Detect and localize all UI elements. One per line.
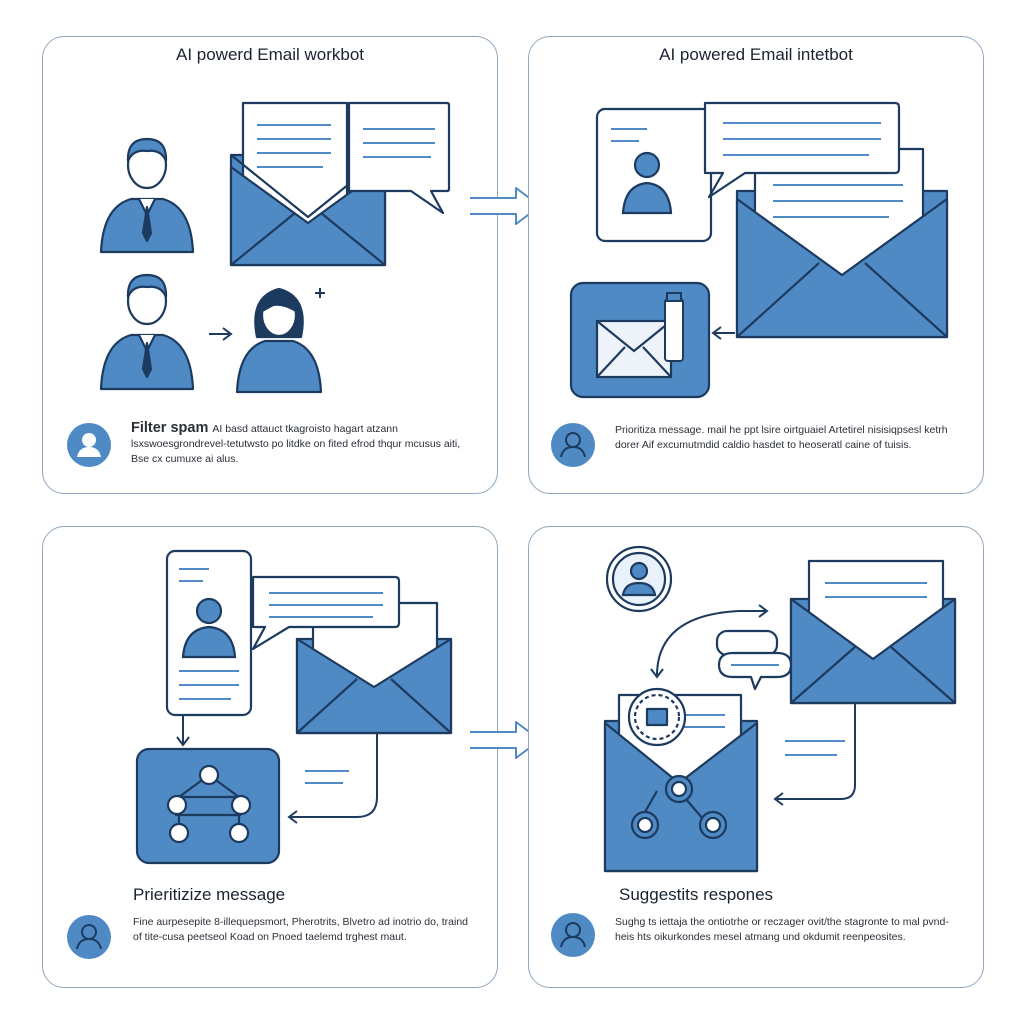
pen-icon — [664, 292, 684, 362]
panel-illustration — [99, 101, 451, 394]
chat-bubble-icon — [251, 575, 401, 651]
email-envelope-icon — [789, 559, 957, 705]
avatar — [67, 423, 111, 467]
panel-suggest-responses: Suggestits respones Sughg ts iettaja the… — [528, 526, 984, 988]
panel-illustration — [135, 549, 453, 865]
panel-illustration — [603, 545, 957, 873]
chat-bubble-icon — [703, 101, 901, 199]
section-heading: Suggestits respones — [619, 885, 774, 904]
email-envelope-icon — [569, 281, 711, 399]
person-icon — [235, 287, 323, 394]
panel-description: Sughg ts iettaja the ontiotrhe or reczag… — [615, 916, 949, 943]
arrow-left-icon — [287, 733, 378, 824]
chat-bubble-icon — [715, 629, 793, 691]
panel-description: Fine aurpesepite 8-illequepsmort, Pherot… — [133, 916, 469, 943]
arrow-left-icon — [711, 326, 735, 340]
arrow-right-icon — [209, 327, 233, 341]
email-envelope-icon — [229, 101, 387, 267]
contact-card-icon — [595, 107, 713, 243]
avatar — [551, 913, 595, 957]
contact-card-icon — [165, 549, 253, 717]
email-envelope-icon — [735, 147, 949, 339]
panel-title: AI powered Email intetbot — [659, 45, 853, 64]
arrow-down-icon — [176, 715, 190, 747]
panel-description: Prioritiza message. mail he ppt lsire oi… — [615, 424, 948, 451]
plus-icon — [315, 288, 325, 298]
person-icon — [99, 273, 195, 391]
network-nodes-icon — [135, 747, 281, 865]
panel-prioritize-message: AI powered Email intetbot — [528, 36, 984, 494]
chat-bubble-icon — [347, 101, 451, 215]
person-icon — [99, 137, 195, 254]
panel-prioritize-message-2: Prieritizize message Fine aurpesepite 8-… — [42, 526, 498, 988]
email-envelope-icon — [603, 687, 759, 873]
person-icon — [605, 545, 673, 613]
section-heading: Prieritizize message — [133, 885, 286, 904]
avatar — [67, 915, 111, 959]
panel-illustration — [569, 101, 949, 399]
panel-title: AI powerd Email workbot — [175, 45, 365, 64]
arrow-curve-icon — [650, 604, 769, 679]
avatar — [551, 423, 595, 467]
section-heading: Filter spam — [131, 420, 209, 436]
panel-filter-spam: AI powerd Email workbot — [42, 36, 498, 494]
arrow-left-icon — [773, 703, 856, 806]
